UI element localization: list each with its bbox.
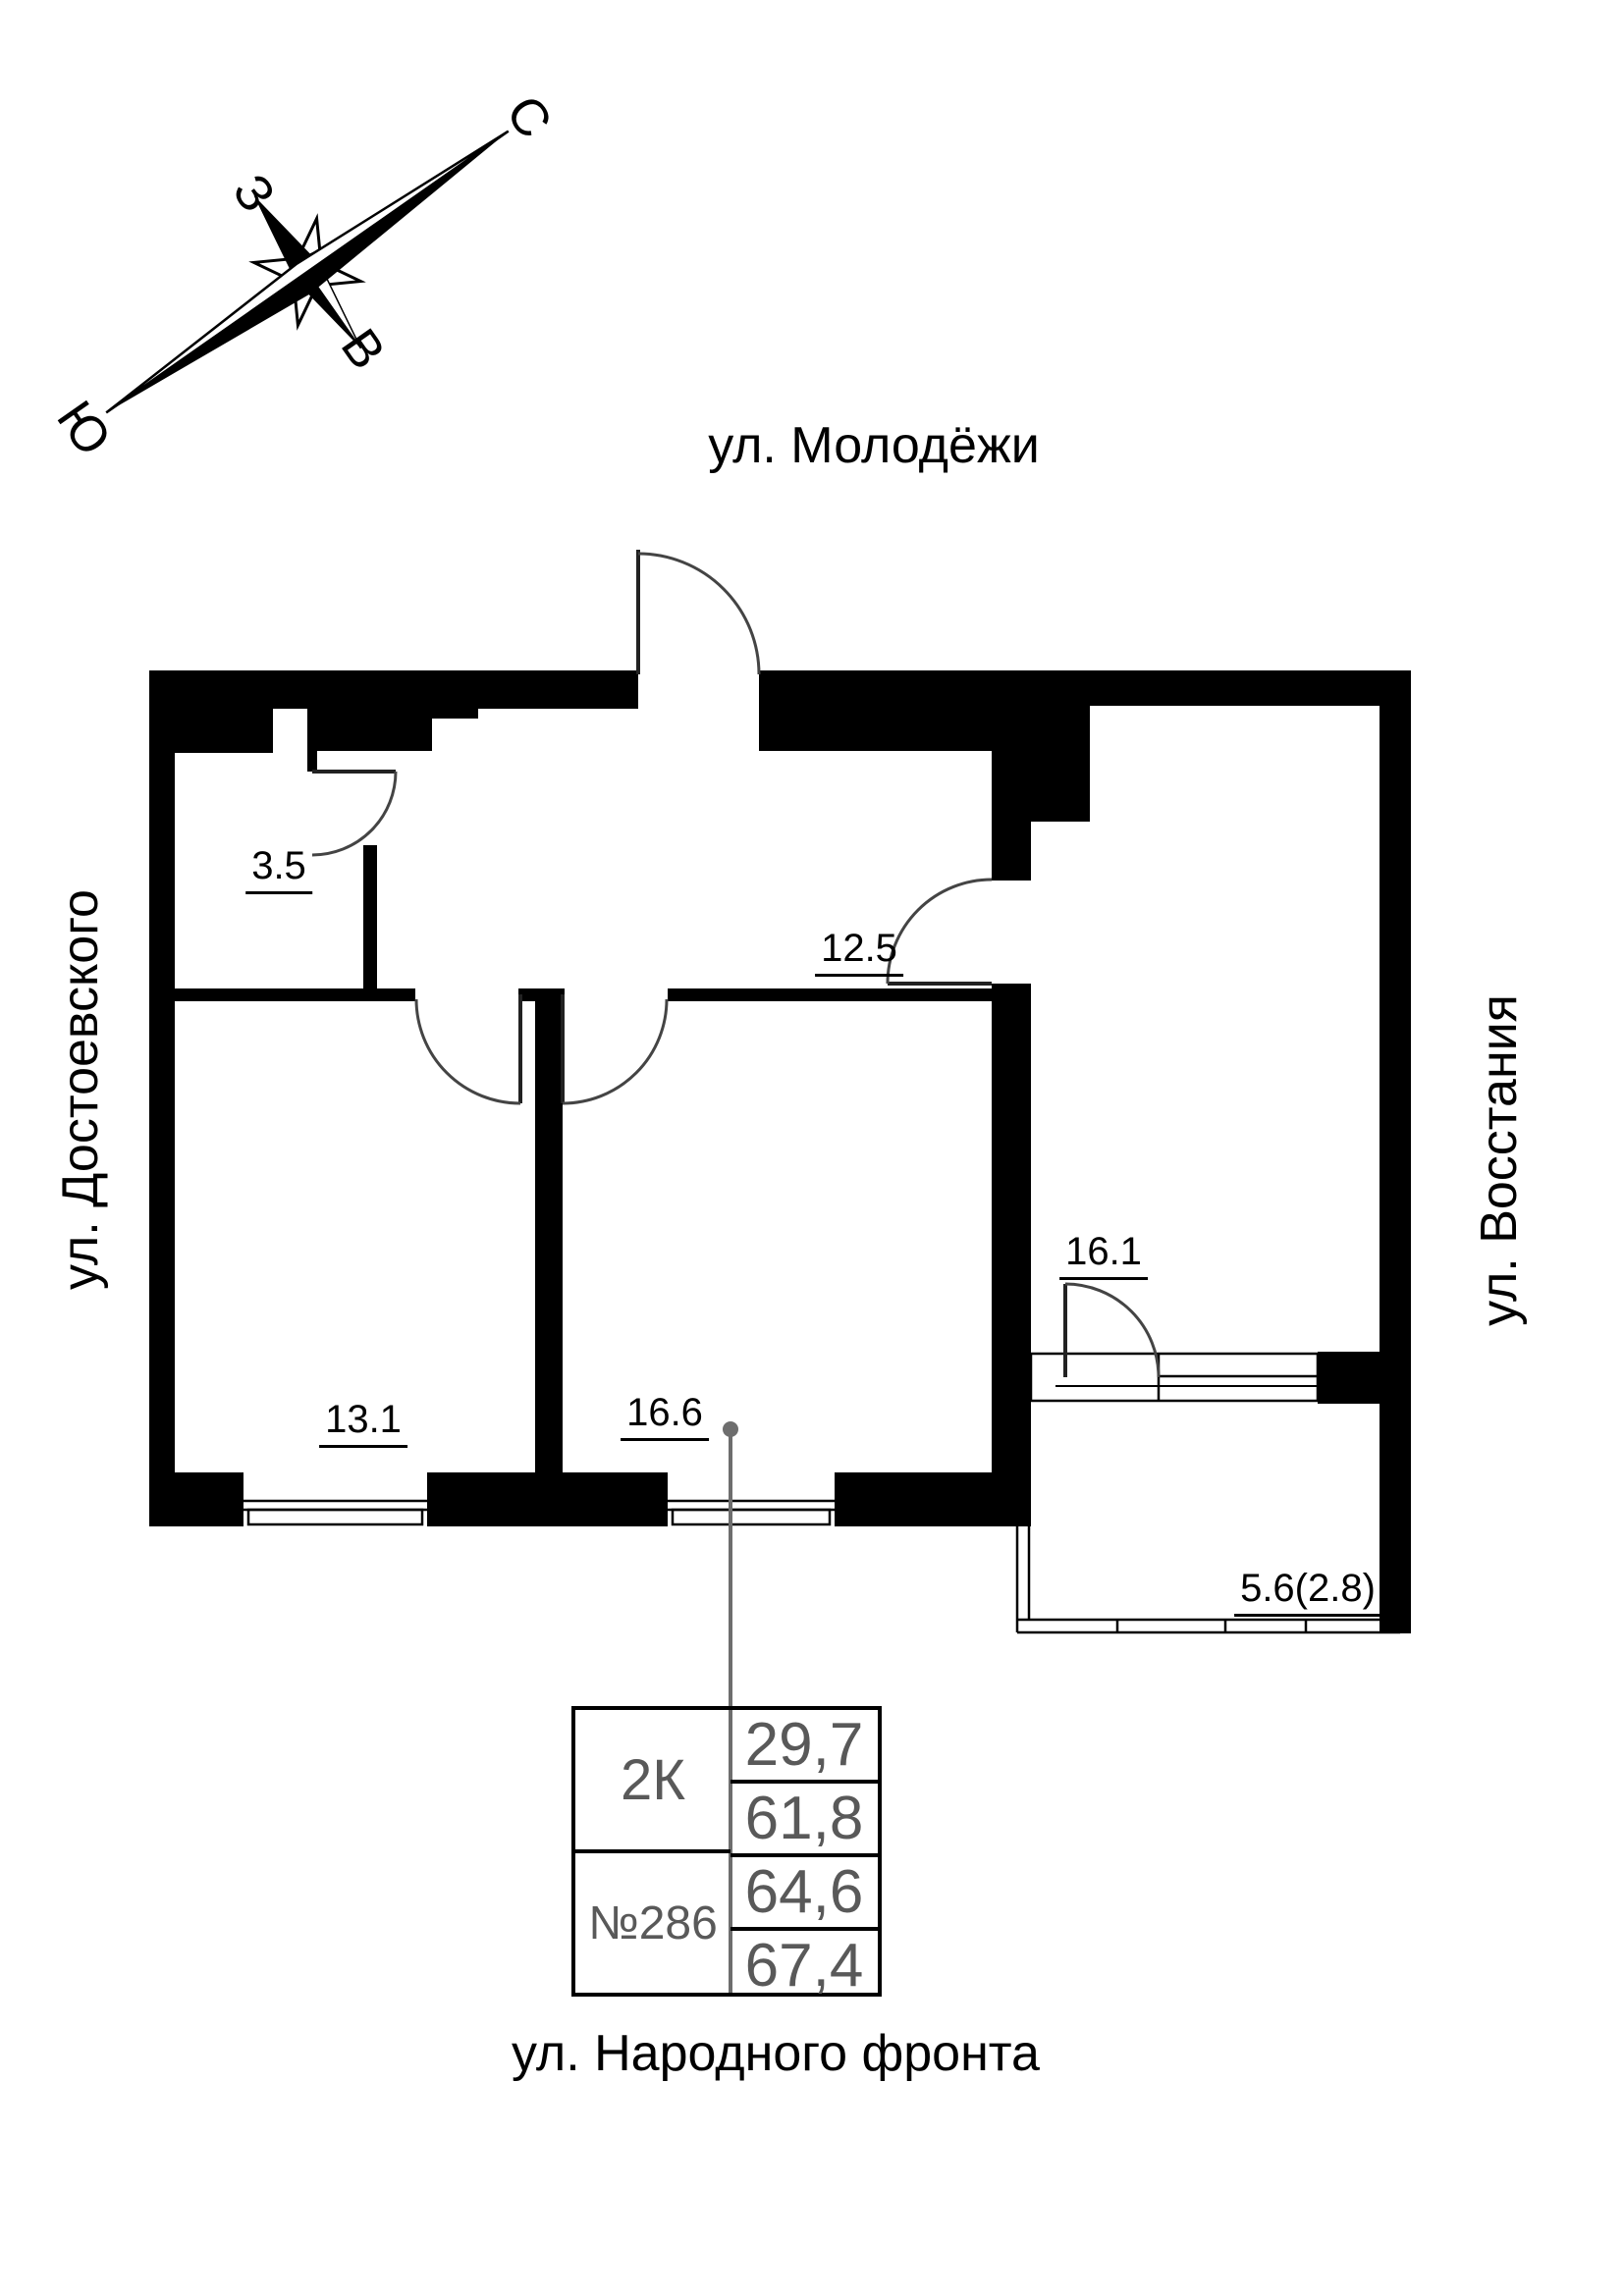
room-area-label-16-6: 16.6	[621, 1391, 709, 1441]
entrance-door	[636, 550, 761, 675]
apartment-type-cell: 2К	[575, 1710, 730, 1853]
compass-label-south: Ю	[45, 391, 122, 465]
balcony-window-band	[1029, 1352, 1321, 1403]
street-label-right: ул. Восстания	[1471, 994, 1528, 1326]
info-table: 2К №286 29,7 61,8 64,6 67,4	[571, 1706, 882, 2000]
compass-label-north: С	[495, 85, 563, 148]
balcony-railing	[1015, 1524, 1400, 1634]
window-bedroom	[239, 1499, 432, 1526]
door-kitchen	[886, 878, 993, 986]
room-area-label-balcony: 5.6(2.8)	[1234, 1567, 1381, 1617]
leader-line	[723, 1421, 738, 1994]
compass-label-west: З	[221, 164, 286, 222]
compass-rose-icon: С Ю З В	[45, 85, 563, 465]
area-value-cell-2: 61,8	[730, 1784, 878, 1857]
door-room-3-5	[311, 770, 398, 857]
info-table-left-column: 2К №286	[575, 1710, 730, 1993]
info-table-right-column: 29,7 61,8 64,6 67,4	[730, 1710, 878, 2000]
door-living	[561, 994, 669, 1105]
compass-label-east: В	[330, 319, 396, 380]
street-label-bottom: ул. Народного фронта	[512, 2025, 1040, 2082]
room-area-label-16-1: 16.1	[1059, 1230, 1148, 1280]
window-living	[663, 1499, 839, 1526]
street-label-top: ул. Молодёжи	[708, 417, 1040, 474]
area-value-cell-1: 29,7	[730, 1710, 878, 1784]
door-balcony	[1063, 1282, 1161, 1378]
door-bedroom	[414, 994, 522, 1105]
area-value-cell-3: 64,6	[730, 1857, 878, 1931]
area-value-cell-4: 67,4	[744, 1932, 864, 2000]
room-area-label-13-1: 13.1	[319, 1398, 407, 1448]
street-label-left: ул. Достоевского	[52, 889, 109, 1290]
room-area-label-12-5: 12.5	[815, 927, 903, 977]
walls	[149, 670, 1411, 1633]
apartment-number-cell: №286	[588, 1896, 718, 1949]
room-area-label-3-5: 3.5	[245, 844, 312, 894]
